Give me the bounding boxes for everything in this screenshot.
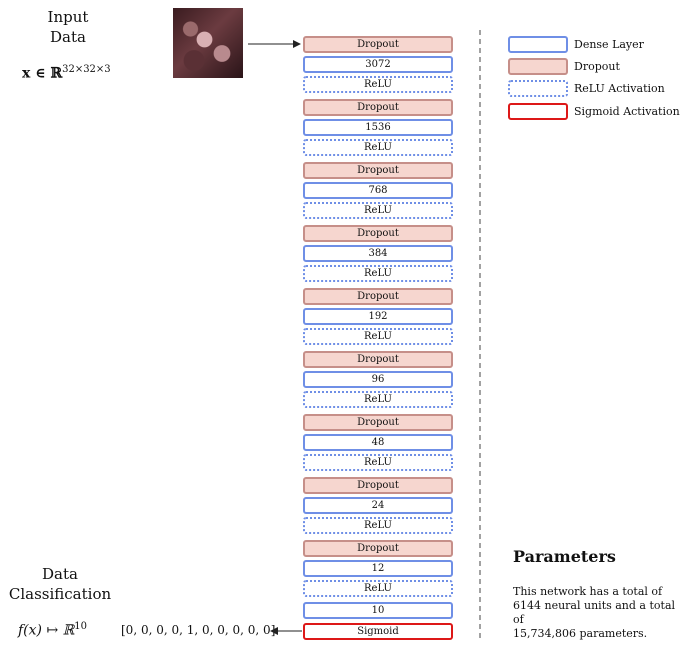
output-vector: [0, 0, 0, 0, 1, 0, 0, 0, 0, 0] <box>121 623 276 637</box>
input-title-line2: Data <box>50 28 86 46</box>
parameters-text: This network has a total of 6144 neural … <box>513 585 683 641</box>
layer-dropout-9: Dropout <box>303 225 453 242</box>
output-title-line2: Classification <box>8 585 112 603</box>
legend-label-dense: Dense Layer <box>574 38 644 51</box>
layer-relu-11: ReLU <box>303 265 453 282</box>
layer-dropout-15: Dropout <box>303 351 453 368</box>
layer-dense-7: 768 <box>303 182 453 199</box>
layer-dropout-18: Dropout <box>303 414 453 431</box>
legend-label-relu: ReLU Activation <box>574 82 665 95</box>
parameters-title: Parameters <box>513 547 616 566</box>
layer-relu-5: ReLU <box>303 139 453 156</box>
layer-dropout-6: Dropout <box>303 162 453 179</box>
legend-label-dropout: Dropout <box>574 60 620 73</box>
legend-swatch-sigmoid <box>508 103 568 120</box>
legend-swatch-dropout <box>508 58 568 75</box>
layer-dense-13: 192 <box>303 308 453 325</box>
layer-relu-23: ReLU <box>303 517 453 534</box>
legend-label-sigmoid: Sigmoid Activation <box>574 105 680 118</box>
layer-relu-17: ReLU <box>303 391 453 408</box>
output-formula: f(x) ↦ ℝ10 <box>18 621 87 639</box>
input-formula: x ∈ ℝ32×32×3 <box>22 64 111 82</box>
input-image-thumbnail <box>173 8 243 78</box>
layer-dense-19: 48 <box>303 434 453 451</box>
input-data-title: Input Data <box>28 7 108 47</box>
parameters-line1: This network has a total of <box>513 585 663 598</box>
layer-dropout-21: Dropout <box>303 477 453 494</box>
legend-swatch-relu <box>508 80 568 97</box>
output-formula-dims: 10 <box>74 621 88 632</box>
layer-dense-25: 12 <box>303 560 453 577</box>
data-classification-title: Data Classification <box>5 564 115 604</box>
layer-relu-2: ReLU <box>303 76 453 93</box>
layer-dense-16: 96 <box>303 371 453 388</box>
layer-dropout-24: Dropout <box>303 540 453 557</box>
layer-relu-8: ReLU <box>303 202 453 219</box>
layer-relu-14: ReLU <box>303 328 453 345</box>
layer-dropout-0: Dropout <box>303 36 453 53</box>
layer-relu-26: ReLU <box>303 580 453 597</box>
output-formula-main: f(x) ↦ ℝ <box>18 622 75 639</box>
layer-dense-10: 384 <box>303 245 453 262</box>
layer-dropout-3: Dropout <box>303 99 453 116</box>
layer-dense-1: 3072 <box>303 56 453 73</box>
layer-dense-27: 10 <box>303 602 453 619</box>
layer-dense-22: 24 <box>303 497 453 514</box>
input-title-line1: Input <box>47 8 89 26</box>
layer-sigmoid-28: Sigmoid <box>303 623 453 640</box>
legend-swatch-dense <box>508 36 568 53</box>
output-title-line1: Data <box>42 565 78 583</box>
layer-relu-20: ReLU <box>303 454 453 471</box>
layer-dense-4: 1536 <box>303 119 453 136</box>
input-formula-dims: 32×32×3 <box>62 64 111 75</box>
layer-dropout-12: Dropout <box>303 288 453 305</box>
parameters-line3: 15,734,806 parameters. <box>513 627 648 640</box>
input-formula-main: x ∈ ℝ <box>22 65 63 82</box>
parameters-line2: 6144 neural units and a total of <box>513 599 676 626</box>
